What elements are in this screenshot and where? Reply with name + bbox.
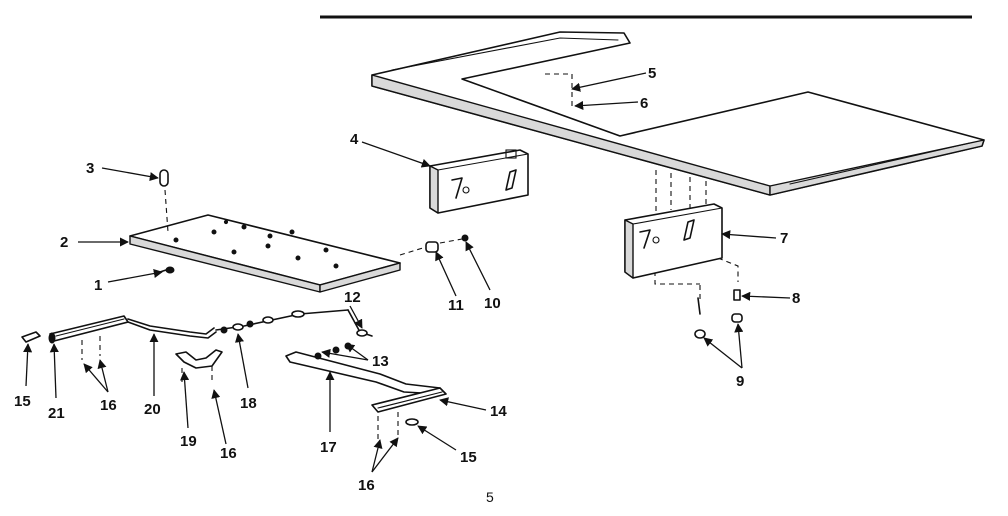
callout-7: 7 xyxy=(780,230,788,247)
bracket-7 xyxy=(624,203,723,279)
bracket-19 xyxy=(175,349,223,386)
link-18 xyxy=(215,309,349,334)
clip-12 xyxy=(347,309,373,337)
callout-8: 8 xyxy=(792,290,800,307)
leader-lines xyxy=(23,72,791,473)
callout-2: 2 xyxy=(60,234,68,251)
screw-10 xyxy=(439,234,469,244)
callout-12: 12 xyxy=(344,289,361,306)
callout-16-right: 16 xyxy=(358,477,375,494)
callout-19: 19 xyxy=(180,433,197,450)
pin-3 xyxy=(159,169,169,233)
screws-16-left xyxy=(81,336,101,360)
callout-16-left: 16 xyxy=(100,397,117,414)
callout-3: 3 xyxy=(86,160,94,177)
callout-1: 1 xyxy=(94,277,102,294)
table-support-lines xyxy=(654,170,739,300)
link-17 xyxy=(285,342,441,395)
callout-16-mid: 16 xyxy=(220,445,237,462)
screw-1 xyxy=(159,266,175,274)
page-number: 5 xyxy=(486,489,494,505)
callout-18: 18 xyxy=(240,395,257,412)
callout-17: 17 xyxy=(320,439,337,456)
callout-15-left: 15 xyxy=(14,393,31,410)
callout-9: 9 xyxy=(736,373,744,390)
knob-11 xyxy=(399,241,439,256)
callout-6: 6 xyxy=(640,95,648,112)
callout-20: 20 xyxy=(144,401,161,418)
callout-4: 4 xyxy=(350,131,359,148)
callout-15-right: 15 xyxy=(460,449,477,466)
callout-labels: 1 2 3 4 5 6 7 8 9 10 11 12 13 14 15 15 1… xyxy=(14,65,800,494)
clip-15-left xyxy=(21,331,41,343)
bracket-4 xyxy=(429,149,529,214)
callout-13: 13 xyxy=(372,353,389,370)
shaft-14 xyxy=(371,387,447,413)
plate-holes xyxy=(173,219,339,269)
callout-5: 5 xyxy=(648,65,656,82)
callout-10: 10 xyxy=(484,295,501,312)
parts-8-9 xyxy=(694,289,743,339)
callout-11: 11 xyxy=(448,297,464,314)
rod-20 xyxy=(127,318,217,339)
callout-14: 14 xyxy=(490,403,507,420)
table-top xyxy=(371,31,985,196)
screws-16-right xyxy=(377,412,419,440)
callout-21: 21 xyxy=(48,405,65,422)
plate-2 xyxy=(129,214,401,293)
shaft-21 xyxy=(48,315,129,344)
